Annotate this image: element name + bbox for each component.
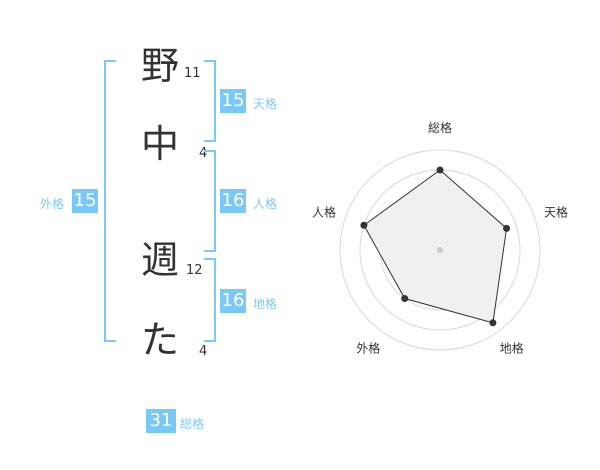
stroke-count-1: 11: [184, 66, 201, 81]
radar-axis-label: 総格: [428, 120, 452, 135]
gaikaku-bracket: [104, 60, 116, 342]
jinkaku-value-badge: 16: [220, 189, 246, 213]
name-char-1: 野: [140, 44, 179, 88]
tenkaku-bracket: [204, 60, 216, 142]
gaikaku-label: 外格: [40, 197, 65, 211]
radar-axis-label: 人格: [312, 204, 336, 219]
jinkaku-bracket: [204, 150, 216, 252]
radar-center-dot: [437, 247, 443, 253]
radar-point: [360, 221, 368, 229]
soukaku-value-badge: 31: [146, 409, 176, 433]
stroke-count-4: 4: [199, 344, 208, 359]
name-char-3: 週: [140, 238, 179, 282]
chikaku-label: 地格: [253, 297, 278, 311]
radar-axis-label: 天格: [544, 204, 568, 219]
gaikaku-value-badge: 15: [72, 189, 98, 213]
chikaku-value-badge: 16: [220, 289, 246, 313]
radar-data-area: [363, 169, 508, 324]
radar-point: [436, 166, 444, 174]
radar-axis-label: 地格: [500, 341, 524, 356]
radar-point: [503, 224, 511, 232]
stroke-count-2: 4: [199, 146, 208, 161]
chikaku-bracket: [204, 258, 216, 342]
tenkaku-label: 天格: [253, 97, 278, 111]
radar-point: [401, 295, 409, 303]
tenkaku-value-badge: 15: [220, 89, 246, 113]
name-char-2: 中: [140, 122, 179, 166]
stroke-count-3: 12: [186, 263, 203, 278]
radar-grid-ring: [339, 149, 541, 351]
radar-point: [489, 319, 497, 327]
radar-axis-label: 外格: [356, 341, 380, 356]
soukaku-label: 総格: [180, 417, 205, 431]
name-char-4: た: [140, 318, 179, 362]
jinkaku-label: 人格: [253, 197, 278, 211]
